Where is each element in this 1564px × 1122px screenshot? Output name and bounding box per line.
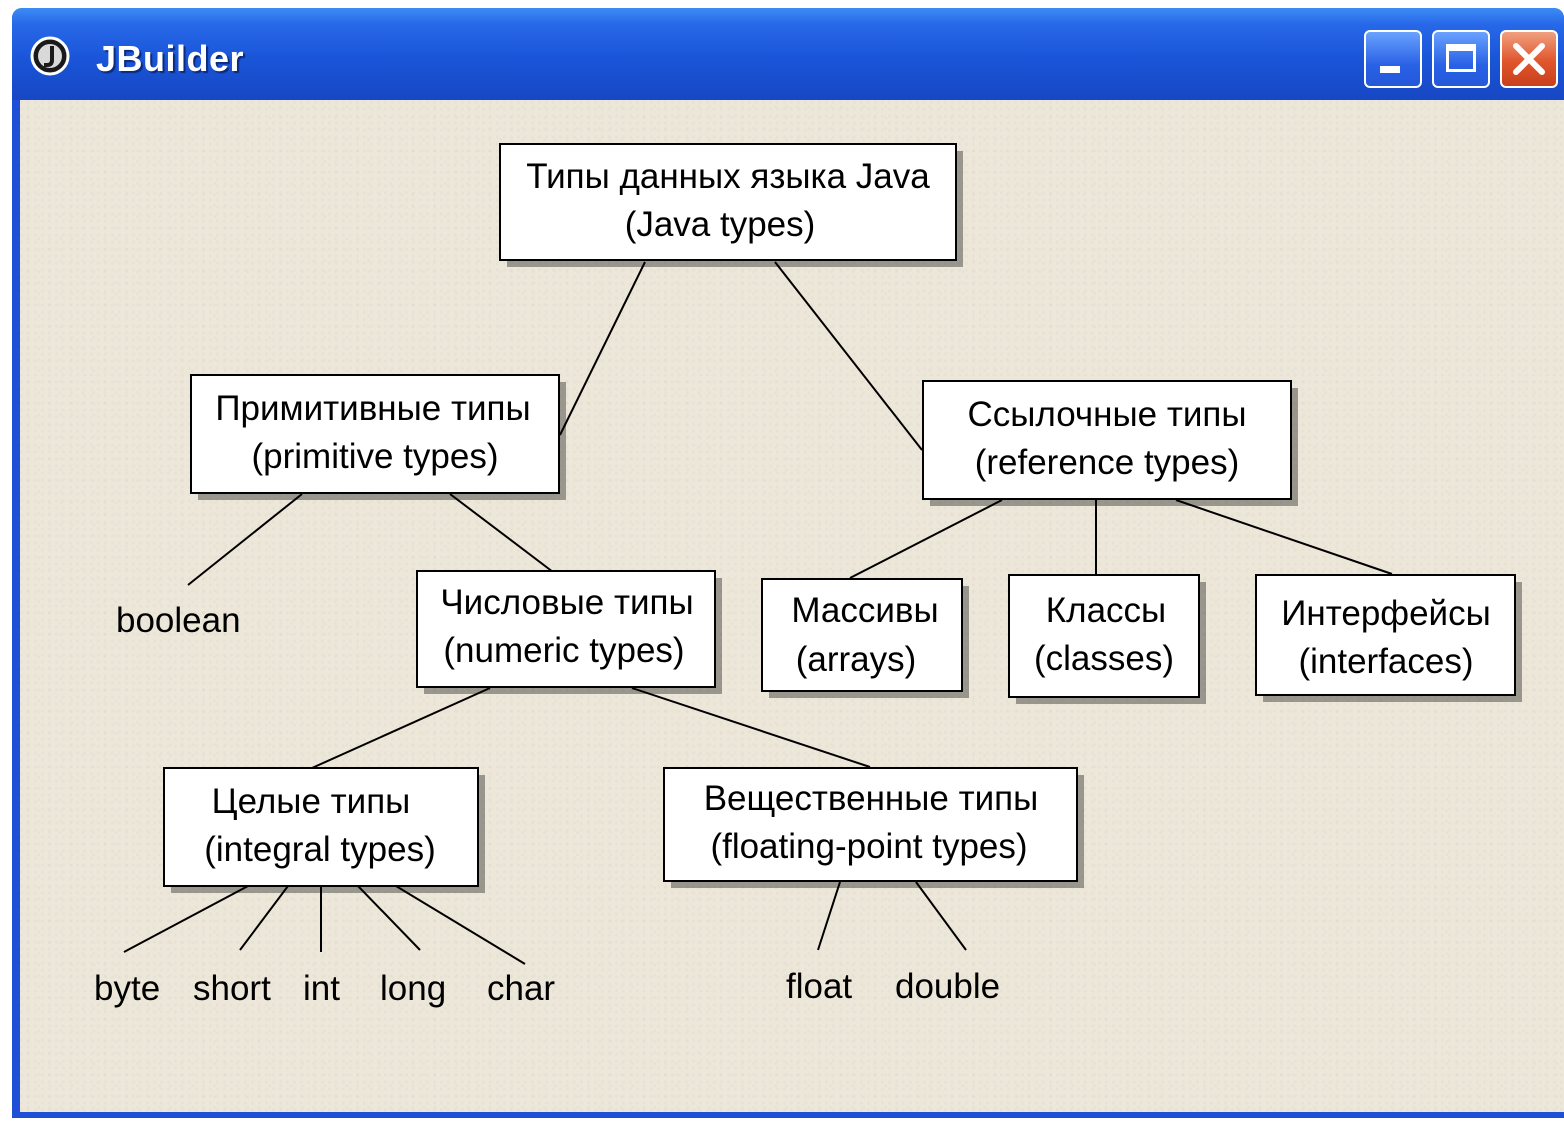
- edge-floating-float: [817, 881, 841, 951]
- node-floating-line2: (floating-point types): [710, 827, 1027, 866]
- node-reference-line2: (reference types): [975, 443, 1240, 482]
- maximize-button[interactable]: [1432, 30, 1490, 88]
- edge-integral-char: [395, 885, 526, 965]
- node-numeric-types: Числовые типы (numeric types): [416, 570, 722, 694]
- edge-integral-byte: [123, 885, 249, 953]
- edge-root-reference: [774, 261, 923, 451]
- close-icon: [1513, 43, 1545, 75]
- node-floating-point-types: Вещественные типы (floating-point types): [663, 767, 1084, 888]
- jbuilder-icon: [30, 36, 70, 76]
- leaf-double: double: [895, 967, 1000, 1006]
- edge-reference-arrays: [849, 499, 1003, 579]
- leaf-int: int: [303, 969, 340, 1008]
- node-java-types-line1: Типы данных языка Java: [526, 157, 930, 196]
- node-interfaces-line2: (interfaces): [1298, 642, 1473, 681]
- edge-integral-short: [239, 885, 289, 951]
- leaf-long: long: [380, 969, 446, 1008]
- node-integral-types: Целые типы (integral types): [163, 767, 485, 893]
- node-classes-line2: (classes): [1034, 639, 1174, 678]
- leaf-byte: byte: [94, 969, 160, 1008]
- node-interfaces-line1: Интерфейсы: [1281, 594, 1491, 633]
- leaf-short: short: [193, 969, 271, 1008]
- edge-primitive-numeric: [449, 493, 554, 573]
- node-numeric-line1: Числовые типы: [440, 583, 693, 622]
- title-bar[interactable]: JBuilder: [12, 8, 1564, 100]
- node-floating-line1: Вещественные типы: [704, 779, 1039, 818]
- node-arrays-line1: Массивы: [791, 591, 938, 630]
- edge-integral-long: [357, 885, 421, 951]
- edge-numeric-integral: [311, 687, 491, 769]
- edge-reference-interfaces: [1175, 499, 1393, 575]
- edge-numeric-floating: [631, 687, 871, 768]
- node-integral-line1: Целые типы: [212, 782, 411, 821]
- node-reference-line1: Ссылочные типы: [967, 395, 1246, 434]
- node-classes: Классы (classes): [1008, 574, 1206, 704]
- edge-primitive-boolean: [187, 493, 303, 586]
- maximize-icon: [1446, 44, 1476, 72]
- window-title: JBuilder: [96, 38, 245, 79]
- node-classes-line1: Классы: [1046, 591, 1166, 630]
- close-button[interactable]: [1500, 30, 1558, 88]
- node-primitive-line1: Примитивные типы: [215, 389, 530, 428]
- node-primitive-line2: (primitive types): [252, 437, 499, 476]
- node-java-types-line2: (Java types): [625, 205, 816, 244]
- node-java-types: Типы данных языка Java (Java types): [499, 143, 963, 267]
- node-arrays-line2: (arrays): [796, 640, 917, 679]
- edge-floating-double: [915, 881, 967, 951]
- leaf-char: char: [487, 969, 555, 1008]
- leaf-boolean: boolean: [116, 601, 241, 640]
- leaf-float: float: [786, 967, 852, 1006]
- node-integral-line2: (integral types): [204, 830, 435, 869]
- node-reference-types: Ссылочные типы (reference types): [922, 380, 1298, 506]
- edge-root-primitive: [559, 261, 646, 436]
- minimize-icon: [1380, 66, 1400, 73]
- node-primitive-types: Примитивные типы (primitive types): [190, 374, 566, 500]
- node-interfaces: Интерфейсы (interfaces): [1255, 574, 1522, 702]
- minimize-button[interactable]: [1364, 30, 1422, 88]
- node-numeric-line2: (numeric types): [443, 631, 684, 670]
- node-arrays: Массивы (arrays): [761, 578, 969, 698]
